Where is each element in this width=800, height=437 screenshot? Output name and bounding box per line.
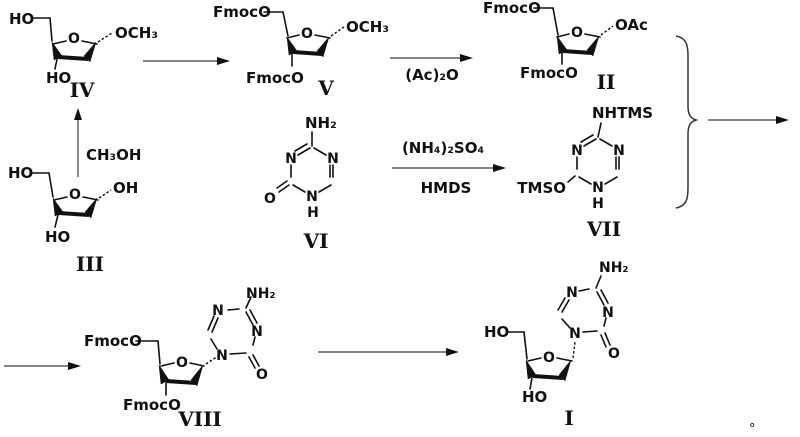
vi-ring-n-label: N xyxy=(306,189,318,205)
iii-ring-o-label: O xyxy=(69,187,81,203)
compound-iii: HO O OH HO III xyxy=(8,164,138,276)
i-carbonyl-o-label: O xyxy=(608,346,620,362)
vi-n-left-label: N xyxy=(285,151,297,167)
arrow-v-to-ii: (Ac)₂O xyxy=(390,54,473,84)
iv-anomeric-label: OCH₃ xyxy=(115,24,158,42)
viii-n5-label: N xyxy=(212,303,224,319)
combining-brace xyxy=(675,35,699,209)
iv-ho5-label: HO xyxy=(9,10,34,28)
end-punctuation-mark: ° xyxy=(749,422,756,437)
iii-ho3-label: HO xyxy=(45,228,70,246)
ii-anomeric-label: OAc xyxy=(615,16,648,34)
vi-amine-label: NH₂ xyxy=(305,114,337,132)
vii-ring-n-label: N xyxy=(592,180,604,196)
i-n3-label: N xyxy=(602,305,614,321)
i-amine-label: NH₂ xyxy=(599,260,629,276)
iv-bonds xyxy=(33,17,113,70)
i-sugar-bonds xyxy=(507,331,576,390)
vii-n-left-label: N xyxy=(571,143,583,159)
viii-sugar-bonds xyxy=(135,340,219,396)
vi-number: VI xyxy=(303,229,329,253)
viii-n3-label: N xyxy=(251,324,263,340)
i-base-bonds xyxy=(557,275,611,348)
ii-fmoc5-label: FmocO xyxy=(483,0,541,17)
compound-viii: FmocO O FmocO NH₂ N xyxy=(84,286,276,431)
iii-anomeric-label: OH xyxy=(113,179,138,197)
vi-ring-h-label: H xyxy=(307,205,319,221)
viii-base-bonds xyxy=(207,296,260,369)
arrow-viii-to-i xyxy=(318,348,459,356)
viii-carbonyl-o-label: O xyxy=(256,367,268,383)
vii-n-right-label: N xyxy=(613,143,625,159)
i-ho5-label: HO xyxy=(484,323,509,341)
ii-bonds xyxy=(533,7,614,65)
iii-bonds xyxy=(31,172,112,228)
vii-bonds xyxy=(567,122,620,185)
v-anomeric-label: OCH₃ xyxy=(346,18,389,36)
vii-amine-label: NHTMS xyxy=(592,104,653,122)
vii-tmso-label: TMSO xyxy=(517,179,566,197)
ii-number: II xyxy=(597,70,616,94)
iv-ring-o-label: O xyxy=(68,31,80,47)
compound-v: FmocO O OCH₃ FmocO V xyxy=(213,3,389,100)
compound-ii: FmocO O OAc FmocO II xyxy=(483,0,648,94)
iii-number: III xyxy=(76,252,104,276)
v-number: V xyxy=(317,76,334,100)
iv-number: IV xyxy=(70,78,95,102)
i-ho3-label: HO xyxy=(522,388,547,406)
viii-ring-o-label: O xyxy=(176,355,188,371)
v-ring-o-label: O xyxy=(301,26,313,42)
arrow-into-viii xyxy=(4,362,81,370)
viii-fmoc5-label: FmocO xyxy=(84,332,142,350)
i-n5-label: N xyxy=(566,285,578,301)
arrow-vi-to-vii: (NH₄)₂SO₄ HMDS xyxy=(392,139,506,197)
methanol-label: CH₃OH xyxy=(86,146,141,164)
ii-ring-o-label: O xyxy=(571,25,583,41)
ii-fmoc3-label: FmocO xyxy=(520,64,578,82)
compound-vi: NH₂ N N O N H VI xyxy=(264,114,339,253)
viii-n1-label: N xyxy=(216,348,228,364)
v-fmoc5-label: FmocO xyxy=(213,3,271,21)
vii-number: VII xyxy=(586,217,621,241)
vi-bonds xyxy=(276,131,334,193)
acetic-anhydride-label: (Ac)₂O xyxy=(405,66,459,84)
vii-ring-h-label: H xyxy=(592,196,604,212)
compound-vii: NHTMS N N TMSO N H VII xyxy=(517,104,653,241)
compound-i: HO O HO NH₂ N N xyxy=(484,260,629,430)
i-ring-o-label: O xyxy=(543,350,555,366)
viii-number: VIII xyxy=(177,407,222,431)
i-number: I xyxy=(564,406,573,430)
v-bonds xyxy=(263,11,345,67)
iii-ho5-label: HO xyxy=(8,164,33,182)
ammonium-sulfate-label: (NH₄)₂SO₄ xyxy=(402,139,484,157)
arrow-iv-to-v xyxy=(143,57,230,65)
viii-amine-label: NH₂ xyxy=(246,286,276,302)
v-fmoc3-label: FmocO xyxy=(246,69,304,87)
arrow-combined-step xyxy=(708,116,789,124)
iv-ho3-label: HO xyxy=(46,69,71,87)
hmds-label: HMDS xyxy=(421,179,472,197)
arrow-iii-to-iv: CH₃OH xyxy=(74,108,141,177)
i-n1-label: N xyxy=(569,326,581,342)
viii-fmoc3-label: FmocO xyxy=(123,396,181,414)
vi-carbonyl-o-label: O xyxy=(264,191,276,207)
vi-n-right-label: N xyxy=(327,151,339,167)
compound-iv: HO O OCH₃ HO IV xyxy=(9,10,158,102)
